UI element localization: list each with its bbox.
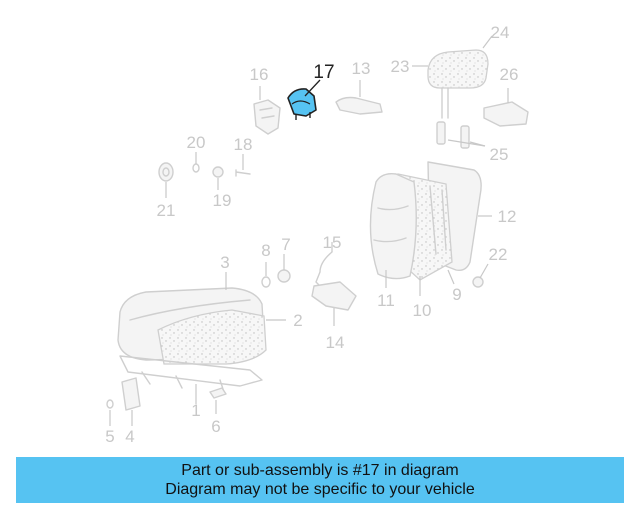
label-13: 13 <box>352 59 371 78</box>
knob-16-part <box>253 86 281 135</box>
label-24: 24 <box>491 23 510 42</box>
trim-13-part <box>335 80 383 115</box>
bracket-14-part <box>311 281 357 326</box>
seat-frame-part <box>119 355 263 404</box>
headrest-guide-part <box>436 121 486 149</box>
label-6: 6 <box>211 417 220 436</box>
banner-line-part-number: Part or sub-assembly is #17 in diagram <box>181 462 459 479</box>
label-5: 5 <box>105 427 114 446</box>
info-banner: Part or sub-assembly is #17 in diagram D… <box>16 457 624 503</box>
parts-diagram: 24 23 26 16 17 13 25 20 18 21 19 12 15 8… <box>105 23 529 446</box>
label-15: 15 <box>323 233 342 252</box>
label-16: 16 <box>250 65 269 84</box>
seat-back-part <box>369 161 492 296</box>
label-21: 21 <box>157 201 176 220</box>
label-10: 10 <box>413 301 432 320</box>
label-14: 14 <box>326 333 345 352</box>
label-2: 2 <box>293 311 302 330</box>
label-25: 25 <box>490 145 509 164</box>
label-22: 22 <box>489 245 508 264</box>
label-1: 1 <box>191 401 200 420</box>
label-18: 18 <box>234 135 253 154</box>
label-17: 17 <box>313 62 334 83</box>
label-20: 20 <box>187 133 206 152</box>
small-parts-middle <box>261 242 489 297</box>
label-26: 26 <box>500 65 519 84</box>
label-12: 12 <box>498 207 517 226</box>
banner-line-disclaimer: Diagram may not be specific to your vehi… <box>165 481 475 498</box>
label-11: 11 <box>377 291 395 310</box>
bracket-26-part <box>483 88 529 127</box>
cover-4-part <box>106 377 227 426</box>
label-19: 19 <box>213 191 232 210</box>
label-9: 9 <box>452 285 461 304</box>
seat-cushion-part <box>117 272 286 365</box>
label-3: 3 <box>220 253 229 272</box>
label-4: 4 <box>125 427 134 446</box>
label-8: 8 <box>261 241 270 260</box>
label-23: 23 <box>391 57 410 76</box>
hardware-parts <box>158 152 251 198</box>
label-7: 7 <box>281 235 290 254</box>
headrest-part <box>412 35 493 119</box>
highlighted-part-17 <box>287 79 321 120</box>
